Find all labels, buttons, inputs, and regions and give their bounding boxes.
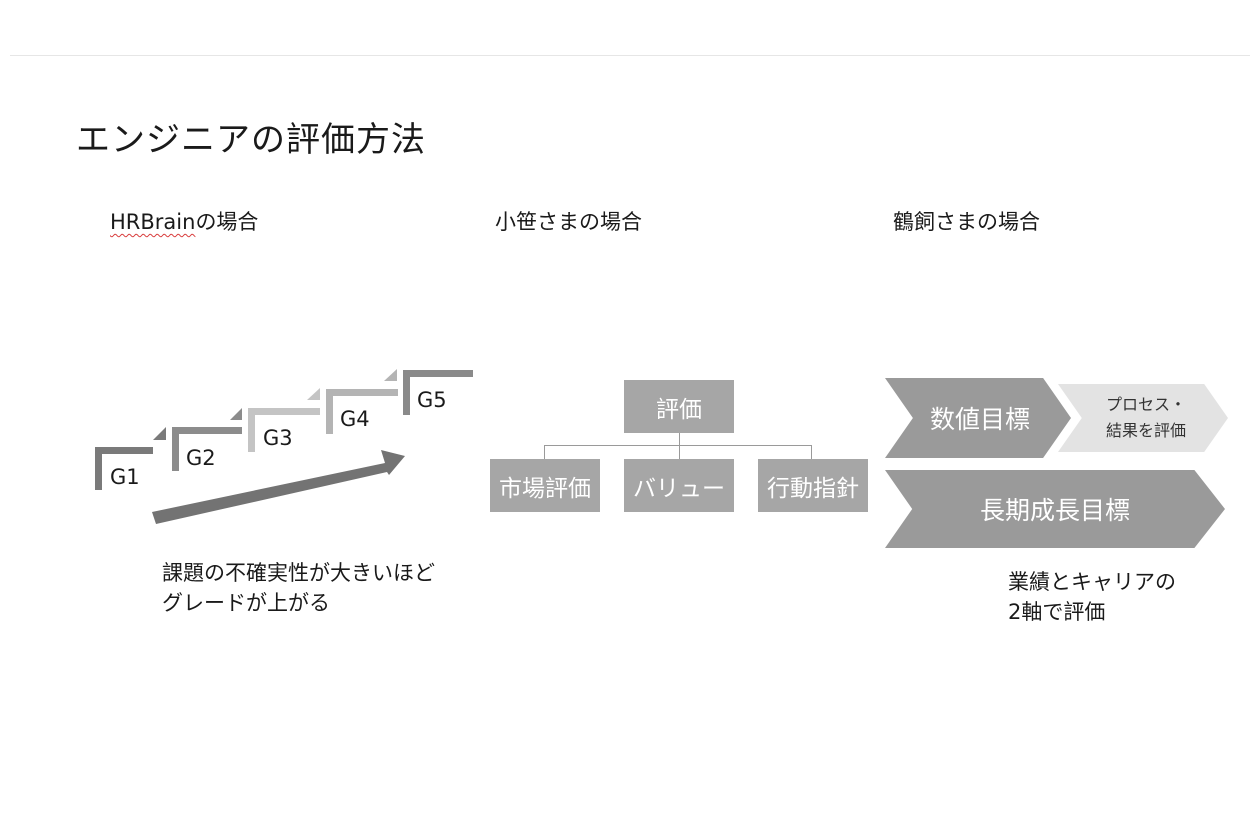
ukai-note: 業績とキャリアの 2軸で評価 [1008,567,1176,627]
child-box-guideline: 行動指針 [758,459,868,512]
chevron-numeric-goal-label: 数値目標 [929,405,1030,434]
step-g1 [95,427,166,490]
chevron-process-result-text: プロセス・ 結果を評価 [1106,392,1186,444]
grade-label-g4: G4 [340,407,370,431]
slide-title: エンジニアの評価方法 [76,120,426,160]
section-heading-ukai: 鶴飼さまの場合 [893,210,1040,234]
top-divider [10,55,1250,56]
chevron-long-term-growth: 長期成長目標 [885,470,1225,548]
chevron-long-term-growth-label: 長期成長目標 [979,496,1130,525]
chevron-numeric-goal: 数値目標 [885,378,1071,458]
hrbrain-note-line-1: 課題の不確実性が大きいほど [162,561,435,585]
connector-horizontal [544,445,812,446]
ukai-note-line-1: 業績とキャリアの [1008,570,1176,594]
connector-right [811,445,812,459]
connector-left [544,445,545,459]
grade-label-g5: G5 [417,388,447,412]
step-g4 [326,369,398,434]
section-heading-kozasa: 小笹さまの場合 [495,210,642,234]
chevron-process-line-2: 結果を評価 [1105,421,1186,440]
ukai-note-line-2: 2軸で評価 [1008,600,1106,624]
section-heading-hrbrain: HRBrainの場合 [110,206,258,236]
hrbrain-note-line-2: グレードが上がる [162,591,330,615]
grade-label-g1: G1 [110,465,140,489]
connector-root [679,433,680,445]
step-g2 [172,408,242,471]
child-box-value: バリュー [624,459,734,512]
step-g3 [248,388,320,452]
chevron-process-result: プロセス・ 結果を評価 [1058,384,1228,452]
heading-hrbrain-suffix: の場合 [195,210,259,234]
hrbrain-note: 課題の不確実性が大きいほど グレードが上がる [162,558,435,618]
evaluation-root-box: 評価 [624,380,734,433]
grade-label-g2: G2 [186,446,216,470]
connector-middle [679,445,680,459]
step-g5 [403,370,473,415]
heading-hrbrain-name: HRBrain [110,210,196,234]
chevron-process-line-1: プロセス・ [1105,395,1186,414]
growth-arrow [152,450,405,524]
grade-label-g3: G3 [263,426,293,450]
child-box-market: 市場評価 [490,459,600,512]
staircase-shapes [95,369,473,524]
